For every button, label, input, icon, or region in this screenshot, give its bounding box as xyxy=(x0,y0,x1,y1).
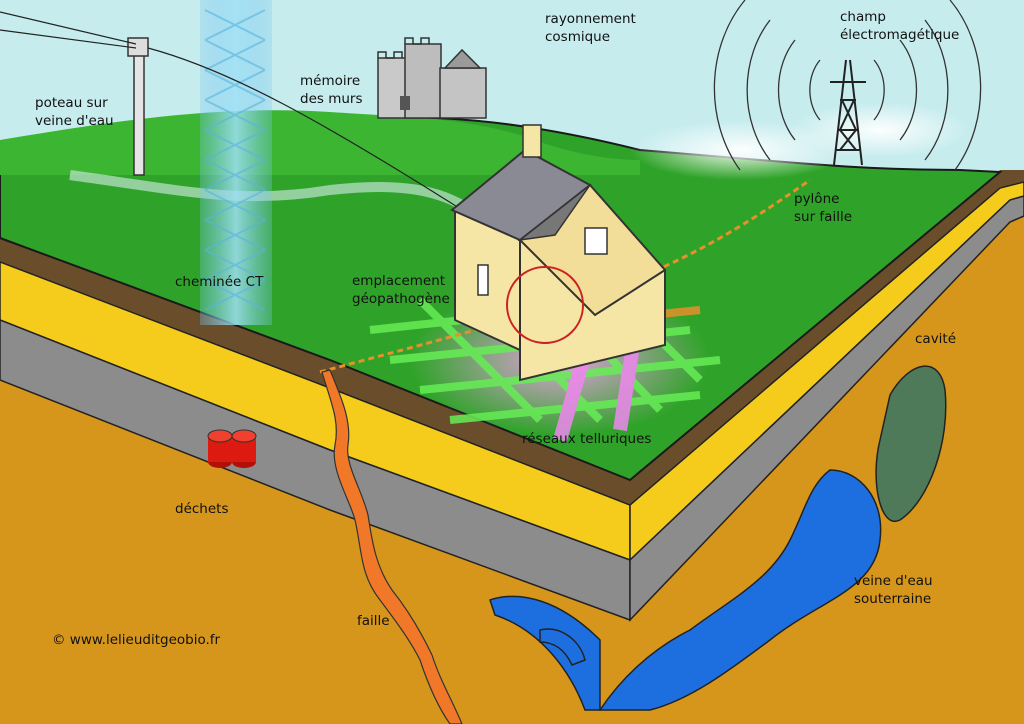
label-cheminee: cheminée CT xyxy=(175,273,263,291)
label-cavite: cavité xyxy=(915,330,956,348)
label-reseaux: réseaux telluriques xyxy=(522,430,651,448)
copyright: © www.lelieuditgeobio.fr xyxy=(52,632,220,648)
label-pylone: pylône sur faille xyxy=(794,190,852,226)
label-dechets: déchets xyxy=(175,500,229,518)
copyright-url[interactable]: www.lelieuditgeobio.fr xyxy=(70,632,220,648)
label-champ: champ électromagétique xyxy=(840,8,959,44)
label-emplacement: emplacement géopathogène xyxy=(352,272,450,308)
copyright-symbol: © xyxy=(52,632,66,648)
label-poteau: poteau sur veine d'eau xyxy=(35,94,114,130)
label-veine: veine d'eau souterraine xyxy=(854,572,933,608)
label-faille: faille xyxy=(357,612,390,630)
label-memoire: mémoire des murs xyxy=(300,72,363,108)
label-rayonnement: rayonnement cosmique xyxy=(545,10,636,46)
